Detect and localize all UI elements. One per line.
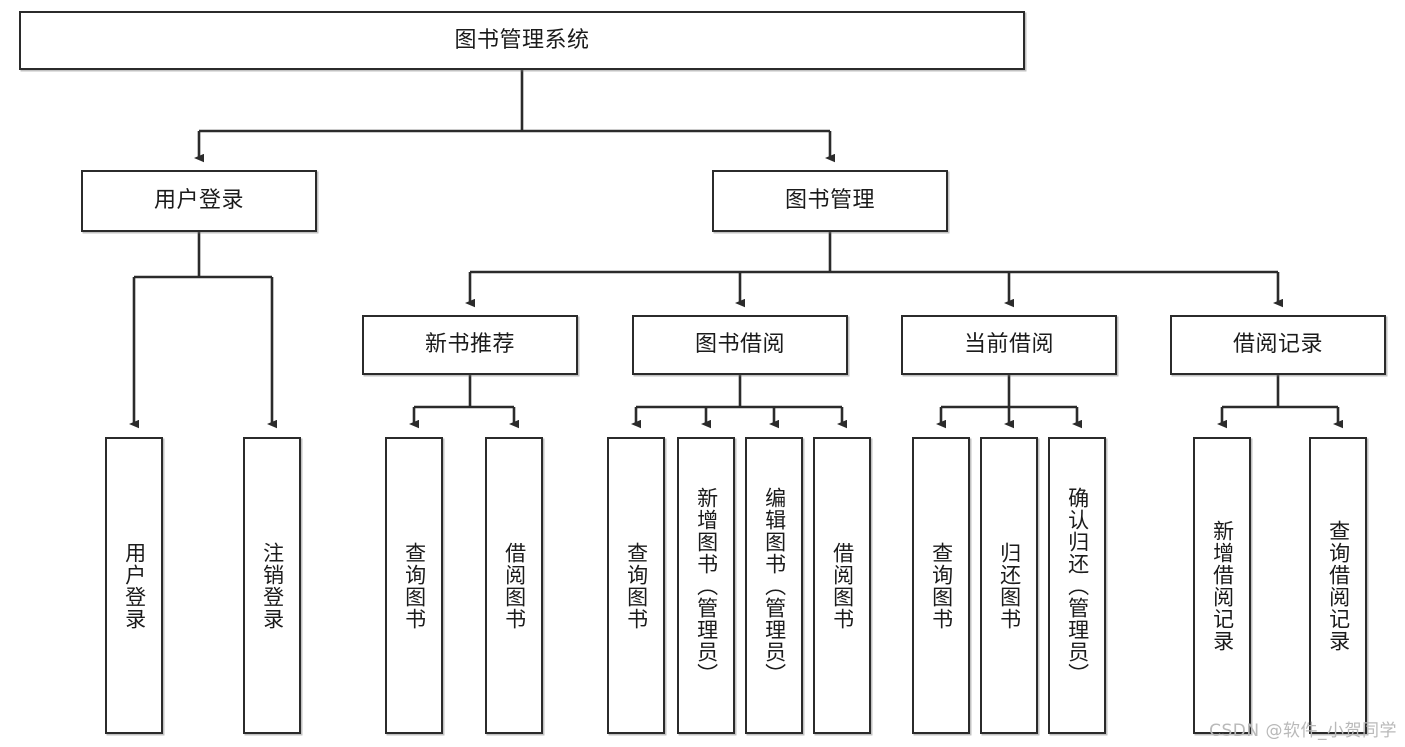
node-leaf-borrow-book-2[interactable]: 借阅图书 xyxy=(813,437,871,734)
node-leaf-edit-book-label: 编辑图书（管理员） xyxy=(762,486,787,685)
node-book-manage-label: 图书管理 xyxy=(784,188,875,214)
node-user-login[interactable]: 用户登录 xyxy=(81,170,317,232)
node-leaf-logout[interactable]: 注销登录 xyxy=(243,437,301,734)
node-leaf-logout-label: 注销登录 xyxy=(260,541,285,630)
watermark: CSDN @软件_小贺同学 xyxy=(1209,721,1397,741)
node-leaf-query-book-1-label: 查询图书 xyxy=(402,541,427,630)
node-leaf-add-record[interactable]: 新增借阅记录 xyxy=(1193,437,1251,734)
node-leaf-confirm-return-label: 确认归还（管理员） xyxy=(1065,486,1090,685)
node-leaf-borrow-book-1-label: 借阅图书 xyxy=(502,541,527,630)
node-leaf-user-login[interactable]: 用户登录 xyxy=(105,437,163,734)
node-leaf-add-book-label: 新增图书（管理员） xyxy=(694,486,719,685)
node-book-borrow[interactable]: 图书借阅 xyxy=(632,315,848,375)
node-leaf-query-book-2[interactable]: 查询图书 xyxy=(607,437,665,734)
node-user-login-label: 用户登录 xyxy=(153,188,244,214)
node-new-book-rec-label: 新书推荐 xyxy=(424,332,515,358)
node-leaf-borrow-book-1[interactable]: 借阅图书 xyxy=(485,437,543,734)
node-leaf-return-book-label: 归还图书 xyxy=(997,541,1022,630)
node-leaf-query-book-2-label: 查询图书 xyxy=(624,541,649,630)
node-leaf-query-book-1[interactable]: 查询图书 xyxy=(385,437,443,734)
node-leaf-borrow-book-2-label: 借阅图书 xyxy=(830,541,855,630)
node-current-borrow-label: 当前借阅 xyxy=(963,332,1054,358)
node-borrow-record[interactable]: 借阅记录 xyxy=(1170,315,1386,375)
node-leaf-query-record-label: 查询借阅记录 xyxy=(1326,519,1351,652)
node-borrow-record-label: 借阅记录 xyxy=(1232,332,1323,358)
node-leaf-add-book[interactable]: 新增图书（管理员） xyxy=(677,437,735,734)
node-leaf-return-book[interactable]: 归还图书 xyxy=(980,437,1038,734)
node-book-manage[interactable]: 图书管理 xyxy=(712,170,948,232)
node-leaf-edit-book[interactable]: 编辑图书（管理员） xyxy=(745,437,803,734)
node-book-borrow-label: 图书借阅 xyxy=(694,332,785,358)
node-leaf-query-record[interactable]: 查询借阅记录 xyxy=(1309,437,1367,734)
node-new-book-rec[interactable]: 新书推荐 xyxy=(362,315,578,375)
node-leaf-add-record-label: 新增借阅记录 xyxy=(1210,519,1235,652)
node-leaf-confirm-return[interactable]: 确认归还（管理员） xyxy=(1048,437,1106,734)
node-leaf-user-login-label: 用户登录 xyxy=(122,541,147,630)
node-root-label: 图书管理系统 xyxy=(454,27,590,53)
node-leaf-query-book-3-label: 查询图书 xyxy=(929,541,954,630)
node-current-borrow[interactable]: 当前借阅 xyxy=(901,315,1117,375)
node-root[interactable]: 图书管理系统 xyxy=(19,11,1025,70)
node-leaf-query-book-3[interactable]: 查询图书 xyxy=(912,437,970,734)
